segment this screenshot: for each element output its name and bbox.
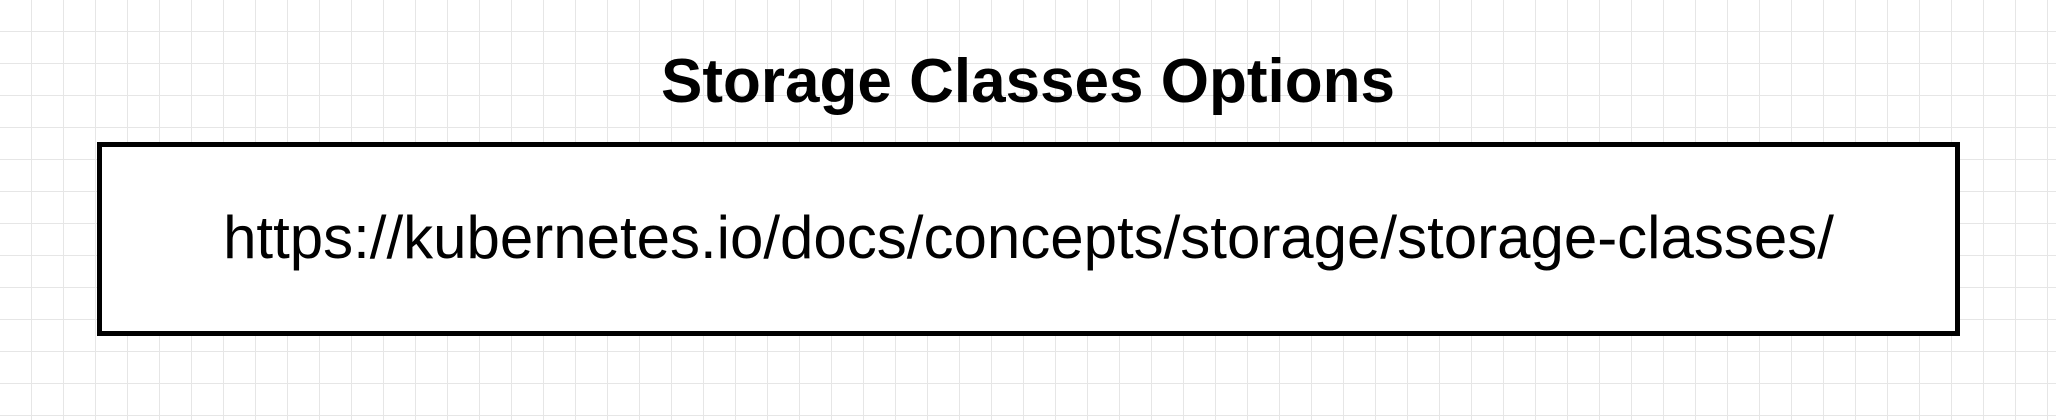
- url-text: https://kubernetes.io/docs/concepts/stor…: [223, 203, 1834, 271]
- url-box: https://kubernetes.io/docs/concepts/stor…: [97, 142, 1960, 336]
- diagram-title: Storage Classes Options: [661, 47, 1395, 116]
